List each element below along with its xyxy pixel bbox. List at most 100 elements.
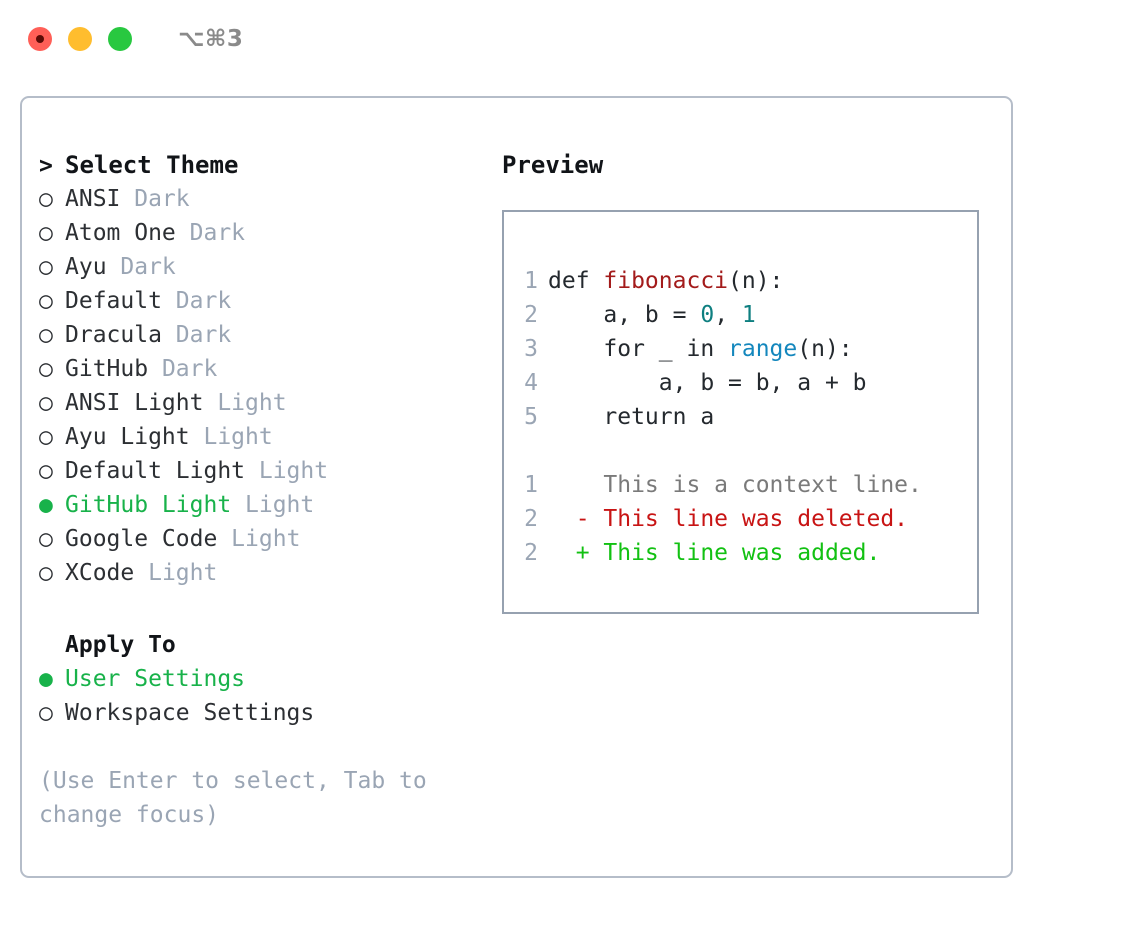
close-button[interactable] xyxy=(28,27,52,51)
apply-to-list: ● User Settings ○Workspace Settings xyxy=(39,662,479,730)
line-number: 3 xyxy=(524,336,538,362)
theme-list-item[interactable]: ○ Ayu Light Light xyxy=(39,420,479,454)
theme-kind-badge: Dark xyxy=(106,254,176,280)
code-token: a, b = xyxy=(548,302,701,328)
diff-line: 2 - This line was deleted. xyxy=(504,502,977,536)
theme-picker-prompt: > Select Theme xyxy=(39,148,479,182)
minimize-button[interactable] xyxy=(68,27,92,51)
radio-unselected-icon: ○ xyxy=(39,220,53,246)
radio-unselected-icon: ○ xyxy=(39,186,53,212)
theme-kind-badge: Light xyxy=(189,424,273,450)
content-panel: > Select Theme ○ANSI Dark○Atom One Dark○… xyxy=(20,96,1013,878)
apply-to-label: Workspace Settings xyxy=(65,700,315,726)
theme-list-item[interactable]: ○ XCode Light xyxy=(39,556,479,590)
code-text: return a xyxy=(548,400,714,434)
theme-name: GitHub xyxy=(65,356,149,382)
code-token: 1 xyxy=(741,302,756,328)
theme-kind-badge: Dark xyxy=(175,220,246,246)
radio-unselected-icon: ○ xyxy=(39,458,53,484)
maximize-button[interactable] xyxy=(108,27,132,51)
line-number: 2 xyxy=(524,302,538,328)
line-number: 2 xyxy=(524,540,538,566)
code-line: 1 def fibonacci(n): xyxy=(504,264,977,298)
code-line: 5 return a xyxy=(504,400,977,434)
theme-name: XCode xyxy=(65,560,135,586)
theme-kind-badge: Dark xyxy=(161,322,232,348)
code-token: for _ in xyxy=(548,336,729,362)
apply-to-label: User Settings xyxy=(65,666,246,692)
theme-list-item[interactable]: ○Default Light Light xyxy=(39,454,479,488)
diff-text: This is a context line. xyxy=(548,472,922,498)
theme-list: ○ANSI Dark○Atom One Dark○Ayu Dark○Defaul… xyxy=(39,182,479,590)
code-token: (n): xyxy=(728,268,784,294)
code-token: , xyxy=(714,302,742,328)
diff-sample: 1 This is a context line.2 - This line w… xyxy=(504,468,977,570)
theme-kind-badge: Dark xyxy=(120,186,190,212)
theme-list-item[interactable]: ○ Dracula Dark xyxy=(39,318,479,352)
theme-picker-title: Select Theme xyxy=(65,151,239,179)
theme-name: Default Light xyxy=(65,458,246,484)
theme-kind-badge: Light xyxy=(203,390,287,416)
code-token: 0 xyxy=(700,302,715,328)
theme-kind-badge: Light xyxy=(134,560,218,586)
theme-list-item[interactable]: ○ ANSI Dark xyxy=(39,182,479,216)
apply-to-option[interactable]: ● User Settings xyxy=(39,662,479,696)
theme-kind-badge: Light xyxy=(217,526,301,552)
theme-name: Ayu Light xyxy=(65,424,190,450)
theme-list-item[interactable]: ●GitHub Light Light xyxy=(39,488,479,522)
diff-text: - This line was deleted. xyxy=(548,506,909,532)
radio-unselected-icon: ○ xyxy=(39,560,53,586)
theme-kind-badge: Dark xyxy=(148,356,218,382)
radio-unselected-icon: ○ xyxy=(39,288,53,314)
prompt-caret-icon: > xyxy=(39,153,53,179)
theme-picker: > Select Theme ○ANSI Dark○Atom One Dark○… xyxy=(39,148,479,832)
code-token: fibonacci xyxy=(603,268,729,294)
code-token: range xyxy=(728,336,798,362)
theme-list-item[interactable]: ○ANSI Light Light xyxy=(39,386,479,420)
theme-list-item[interactable]: ○ Atom One Dark xyxy=(39,216,479,250)
apply-to-title: Apply To xyxy=(65,632,176,658)
theme-name: Atom One xyxy=(65,220,176,246)
code-text: for _ in range(n): xyxy=(548,332,853,366)
radio-selected-icon: ● xyxy=(39,666,53,692)
theme-name: Dracula xyxy=(65,322,162,348)
radio-unselected-icon: ○ xyxy=(39,322,53,348)
diff-text: + This line was added. xyxy=(548,540,881,566)
line-number: 1 xyxy=(524,268,538,294)
theme-list-item[interactable]: ○ Default Dark xyxy=(39,284,479,318)
radio-unselected-icon: ○ xyxy=(39,254,53,280)
code-text: a, b = b, a + b xyxy=(548,366,867,400)
code-token: return a xyxy=(548,404,715,430)
keyboard-shortcut-label: ⌥⌘3 xyxy=(178,26,244,52)
radio-unselected-icon: ○ xyxy=(39,526,53,552)
theme-kind-badge: Dark xyxy=(161,288,232,314)
section-spacer xyxy=(39,590,479,628)
apply-to-option[interactable]: ○Workspace Settings xyxy=(39,696,479,730)
line-number: 1 xyxy=(524,472,538,498)
code-line: 3 for _ in range(n): xyxy=(504,332,977,366)
theme-name: Google Code xyxy=(65,526,218,552)
theme-kind-badge: Light xyxy=(231,492,315,518)
code-text: def fibonacci(n): xyxy=(548,264,783,298)
theme-name: ANSI xyxy=(65,186,121,212)
theme-list-item[interactable]: ○Ayu Dark xyxy=(39,250,479,284)
code-line: 2 a, b = 0, 1 xyxy=(504,298,977,332)
radio-unselected-icon: ○ xyxy=(39,356,53,382)
radio-selected-icon: ● xyxy=(39,492,53,518)
radio-unselected-icon: ○ xyxy=(39,424,53,450)
theme-name: Default xyxy=(65,288,162,314)
diff-line: 1 This is a context line. xyxy=(504,468,977,502)
title-bar: ⌥⌘3 xyxy=(0,0,1140,78)
code-token: (n): xyxy=(797,336,853,362)
line-number: 5 xyxy=(524,404,538,430)
radio-unselected-icon: ○ xyxy=(39,390,53,416)
code-token: def xyxy=(548,268,604,294)
theme-list-item[interactable]: ○ GitHub Dark xyxy=(39,352,479,386)
traffic-light-group xyxy=(28,27,132,51)
line-number: 2 xyxy=(524,506,538,532)
theme-list-item[interactable]: ○ Google Code Light xyxy=(39,522,479,556)
